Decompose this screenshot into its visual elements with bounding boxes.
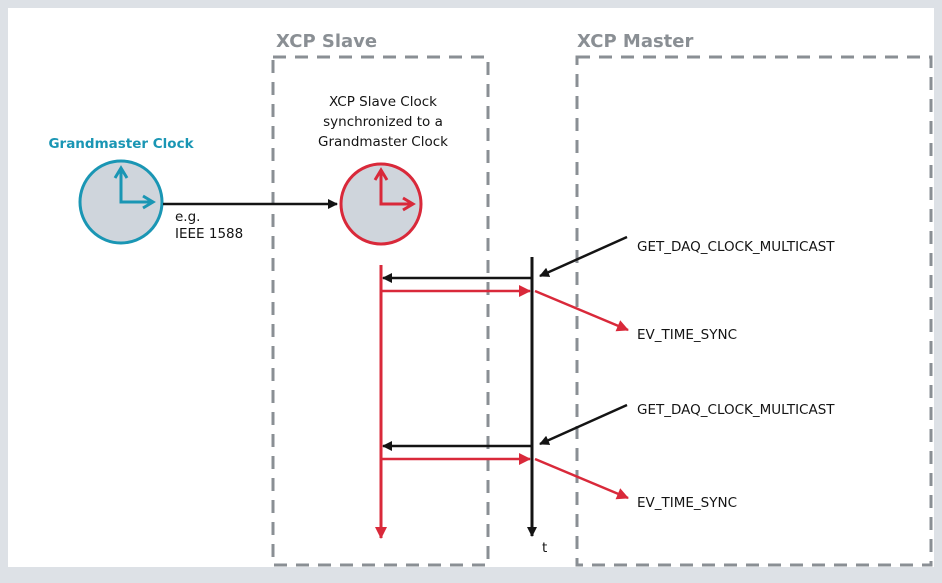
xcp-slave-box xyxy=(271,55,490,567)
request1-arrow xyxy=(539,235,628,278)
sequence-diagram: XCP Slave XCP Master Grandmaster Clock e… xyxy=(48,31,933,567)
xcp-master-title: XCP Master xyxy=(577,31,693,52)
grandmaster-clock-icon xyxy=(78,159,164,245)
xcp-master-box xyxy=(575,55,933,567)
xcp-slave-title: XCP Slave xyxy=(276,31,377,52)
slave-clock-caption-line2: synchronized to a xyxy=(323,114,443,130)
link-label-line1: e.g. xyxy=(175,209,200,225)
request1-label: GET_DAQ_CLOCK_MULTICAST xyxy=(637,239,835,255)
request2-label: GET_DAQ_CLOCK_MULTICAST xyxy=(637,402,835,418)
event2-arrow xyxy=(534,457,629,500)
time-axis-label: t xyxy=(542,540,547,556)
slave-clock-icon xyxy=(339,162,423,246)
event2-label: EV_TIME_SYNC xyxy=(637,495,737,511)
event1-arrow xyxy=(534,289,629,332)
event1-label: EV_TIME_SYNC xyxy=(637,327,737,343)
request2-arrow xyxy=(539,403,628,446)
slave-clock-caption-line3: Grandmaster Clock xyxy=(318,134,448,150)
grandmaster-clock-label: Grandmaster Clock xyxy=(48,136,194,152)
link-label-line2: IEEE 1588 xyxy=(175,226,243,242)
slave-clock-caption-line1: XCP Slave Clock xyxy=(329,94,437,110)
